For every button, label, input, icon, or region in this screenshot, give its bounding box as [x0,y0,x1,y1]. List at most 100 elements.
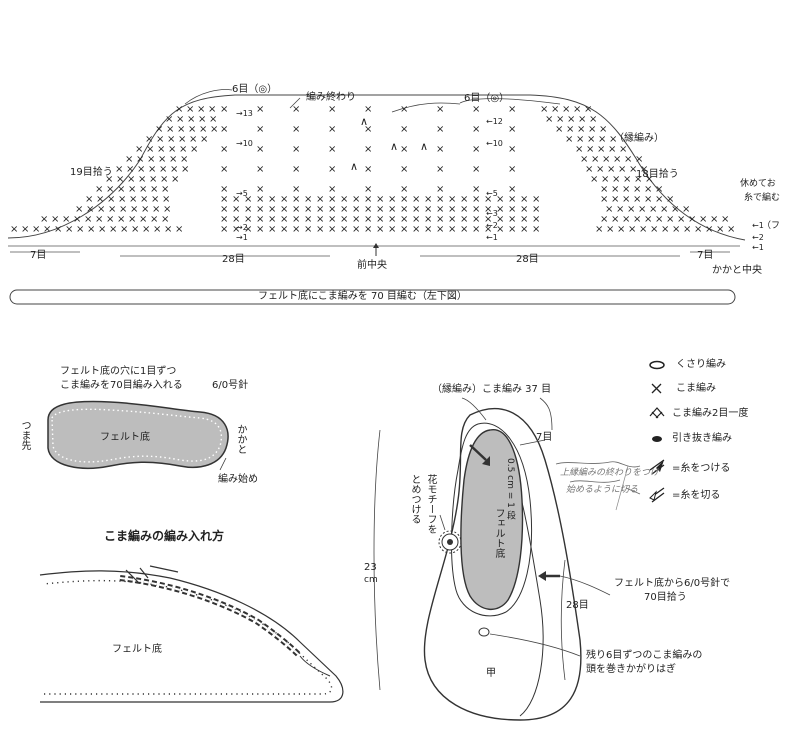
stitch-x: × [244,214,252,225]
stitch-x: × [32,224,40,235]
stitch-x: × [256,214,264,225]
stitch-x: × [364,164,372,175]
stitch-x: × [256,144,264,155]
stitch-x: × [472,204,480,215]
sole-note-line1: フェルト底の穴に1目ずつ [60,366,177,377]
stitch-x: × [304,194,312,205]
stitch-x: × [682,204,690,215]
stitch-x: × [186,104,194,115]
stitch-x: × [617,224,625,235]
stitch-x: × [460,194,468,205]
stitch-x: × [200,134,208,145]
stitch-x: × [472,194,480,205]
stitch-x: × [584,104,592,115]
row-number-right: ←5 [486,189,498,198]
stitch-x: × [520,194,528,205]
stitch-x: × [424,214,432,225]
stitch-x: × [280,224,288,235]
handwriting-line-2: 始めるように切る [566,485,639,495]
stitch-x: × [163,204,171,215]
chain-oval-symbol [649,360,665,370]
stitch-x: × [364,144,372,155]
stitch-x: × [142,224,150,235]
stitch-x: × [618,164,626,175]
stitch-x: × [622,214,630,225]
stitch-x: × [75,204,83,215]
stitch-x: × [292,194,300,205]
stitch-dec: ∧ [360,115,368,128]
stitch-x: × [472,214,480,225]
stitch-x: × [562,104,570,115]
flower-motif [438,530,462,554]
how-to-title: こま編みの編み入れ方 [104,529,225,543]
felt-edge-holes [43,579,333,695]
stitch-x: × [633,214,641,225]
stitch-x: × [633,194,641,205]
legend-join: =糸をつける [672,463,731,474]
felt-sole-shape [47,400,229,469]
stitch-x: × [599,124,607,135]
stitch-x: × [150,184,158,195]
stitch-x: × [340,214,348,225]
stitch-x: × [220,104,228,115]
stitch-x: × [472,104,480,115]
stitch-x: × [87,224,95,235]
stitch-x: × [220,144,228,155]
stitch-x: × [328,124,336,135]
stitch-x: × [508,214,516,225]
stitch-x: × [460,204,468,215]
stitch-x: × [705,224,713,235]
dec-mark-symbol [649,407,665,419]
stitch-x: × [699,214,707,225]
stitch-x: × [180,154,188,165]
handwriting-line-1: 上縁編みの終わりをつけ [560,468,660,478]
stitch-x: × [508,124,516,135]
stitch-x: × [623,174,631,185]
stitch-x: × [448,214,456,225]
stitch-x: × [210,124,218,135]
stitch-x: × [136,154,144,165]
stitch-x: × [666,214,674,225]
stitch-x: × [232,224,240,235]
stitch-x: × [472,184,480,195]
stitch-x: × [622,184,630,195]
stitch-x: × [600,184,608,195]
stitch-x: × [256,104,264,115]
left-ring-label: 6目（◎） [232,84,278,95]
stitch-x: × [120,224,128,235]
stitch-x: × [175,224,183,235]
stitch-x: × [556,114,564,125]
stitch-x: × [220,204,228,215]
stitch-x: × [146,144,154,155]
stitch-x: × [608,144,616,155]
stitch-x: × [376,214,384,225]
stitch-x: × [139,184,147,195]
hook [125,565,179,583]
stitch-x: × [156,134,164,145]
stitch-x: × [412,214,420,225]
flower-note-1: 花モチーフを [425,474,436,534]
stitch-x: × [268,194,276,205]
stitch-x: × [316,204,324,215]
stitch-x: × [352,214,360,225]
stitch-x: × [644,214,652,225]
stitch-x: × [316,194,324,205]
stitch-x: × [96,194,104,205]
stitch-x: × [588,124,596,135]
slipper-seven-label: 7目 [536,432,553,443]
stitch-x: × [532,224,540,235]
stitch-x: × [484,204,492,215]
stitch-x: × [551,104,559,115]
stitch-x: × [436,164,444,175]
stitch-x: × [304,214,312,225]
stitch-x: × [127,174,135,185]
stitch-x: × [171,174,179,185]
stitch-x: × [141,204,149,215]
stitch-x: × [412,204,420,215]
right-pick-label: 18目拾う [636,169,679,180]
stitch-x: × [208,104,216,115]
stitch-x: × [364,104,372,115]
stitch-x: × [177,124,185,135]
sole-toe-label: つま先 [19,420,30,450]
stitch-x: × [400,214,408,225]
